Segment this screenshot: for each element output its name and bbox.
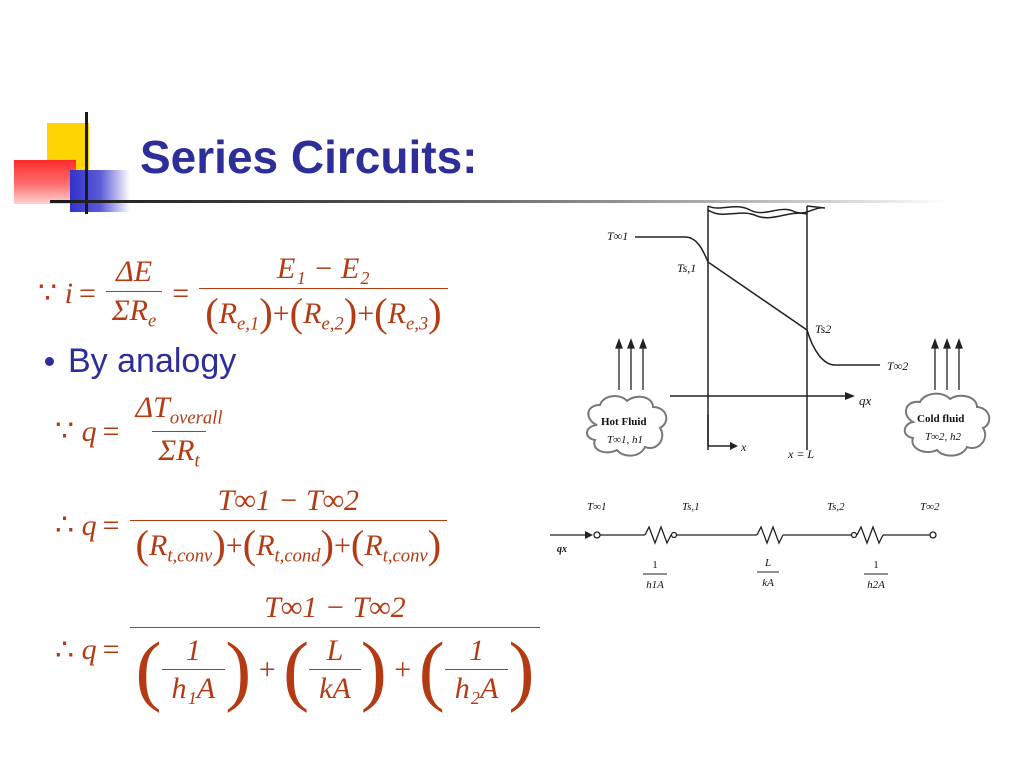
- label-x: x: [740, 440, 747, 454]
- thermal-circuit: [550, 525, 937, 545]
- lhs-q: q: [81, 633, 97, 667]
- lhs-i: i: [64, 276, 73, 310]
- label-hot-fluid: Hot Fluid: [601, 416, 647, 428]
- lhs-q: q: [81, 414, 97, 448]
- resistor-2: [756, 525, 784, 545]
- label-t-inf2: T∞2: [887, 359, 908, 373]
- resistor-2-den: kA: [762, 577, 774, 589]
- numerator: T∞1 − T∞2: [264, 591, 406, 624]
- fraction-delta-e: ΔE ΣRe: [105, 255, 163, 331]
- equation-heat-rate: ∵ q = ΔToverall ΣRt: [55, 392, 232, 471]
- because-symbol: ∵: [55, 415, 75, 449]
- circuit-node-ts1: Ts,1: [682, 501, 700, 513]
- title-underline: [50, 200, 950, 203]
- equation-ohms-law: ∵ i = ΔE ΣRe = E₁ − E₂ (Re,1)+(Re,2)+(Re…: [38, 253, 452, 334]
- resistor-1: [644, 525, 672, 545]
- equation-thermal-resistances: ∴ q = T∞1 − T∞2 (Rt,conv)+(Rt,cond)+(Rt,…: [55, 485, 451, 566]
- label-qx: qx: [859, 393, 872, 408]
- numerator: E₁ − E₂: [277, 252, 370, 285]
- equals-sign: =: [172, 276, 190, 310]
- therefore-symbol: ∴: [55, 509, 75, 542]
- denominator: ΣRt: [152, 431, 206, 471]
- circuit-node-t-inf2: T∞2: [920, 501, 940, 513]
- resistor-2-num: L: [764, 557, 771, 569]
- circuit-node-ts2: Ts,2: [827, 501, 845, 513]
- title-deco-blue-square: [70, 170, 130, 212]
- equals-sign: =: [78, 276, 96, 310]
- bullet-dot: [45, 356, 54, 366]
- resistor-3-num: 1: [873, 559, 879, 571]
- denominator: (Re,1)+(Re,2)+(Re,3): [199, 287, 448, 335]
- resistor-1-den: h1A: [646, 579, 664, 591]
- resistor-3-den: h2A: [867, 579, 885, 591]
- therefore-symbol: ∴: [55, 633, 75, 667]
- lhs-q: q: [81, 508, 97, 542]
- resistor-3: [856, 525, 884, 545]
- label-t-inf1: T∞1: [607, 229, 628, 243]
- equals-sign: =: [102, 633, 120, 667]
- title-deco-red-square: [14, 160, 76, 204]
- label-hot-fluid-sub: T∞1, h1: [607, 434, 643, 446]
- circuit-node-t-inf1: T∞1: [587, 501, 606, 513]
- title-deco-vertical-line: [85, 112, 88, 214]
- because-symbol: ∵: [38, 277, 58, 310]
- fraction-series-resistance: E₁ − E₂ (Re,1)+(Re,2)+(Re,3): [199, 252, 448, 335]
- bullet-item: By analogy: [45, 342, 236, 381]
- wall-top-edge: [707, 205, 826, 214]
- label-cold-fluid: Cold fluid: [917, 413, 964, 425]
- slide-title: Series Circuits:: [140, 131, 478, 183]
- bullet-text: By analogy: [68, 342, 237, 380]
- denominator: (Rt,conv)+(Rt,cond)+(Rt,conv): [129, 519, 448, 567]
- label-ts2: Ts2: [815, 322, 831, 336]
- temperature-profile: [635, 236, 880, 366]
- label-x-eq-l: x = L: [787, 447, 814, 461]
- label-ts1: Ts,1: [677, 261, 696, 275]
- fraction-delta-t-overall: ΔToverall ΣRt: [130, 392, 229, 471]
- fraction-thermal-series: T∞1 − T∞2 (Rt,conv)+(Rt,cond)+(Rt,conv): [129, 484, 448, 567]
- cold-fluid-cloud: [903, 392, 991, 457]
- plane-wall-diagram: T∞1 Ts,1 Ts2 T∞2 qx x x = L Hot Fluid T∞…: [550, 205, 991, 591]
- hot-fluid-cloud: [586, 395, 668, 457]
- circuit-label-qx: qx: [557, 544, 567, 555]
- cold-fluid-arrows: [931, 338, 963, 390]
- numerator: ΔToverall: [135, 391, 223, 429]
- denominator: ΣRe: [105, 290, 163, 331]
- hot-fluid-arrows: [615, 338, 647, 390]
- label-cold-fluid-sub: T∞2, h2: [925, 431, 961, 443]
- resistor-1-num: 1: [652, 559, 658, 571]
- numerator: ΔE: [116, 255, 153, 289]
- equals-sign: =: [102, 414, 120, 448]
- equals-sign: =: [102, 508, 120, 542]
- numerator: T∞1 − T∞2: [217, 484, 360, 517]
